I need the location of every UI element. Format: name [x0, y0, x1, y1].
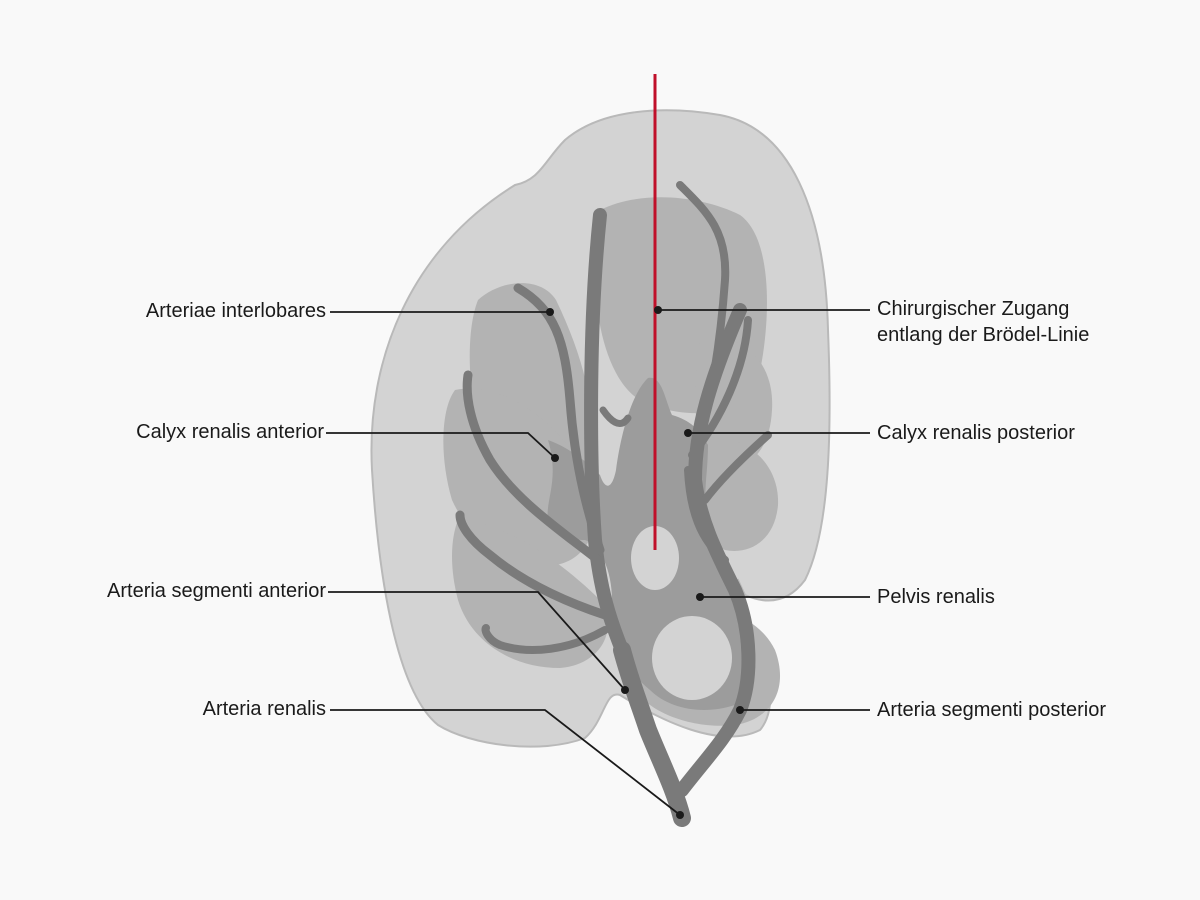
branch-5 [599, 406, 632, 427]
arteria-renalis-trunk [613, 641, 691, 827]
anterior-segment-main [584, 208, 629, 657]
branch-9 [688, 316, 752, 459]
dot-arteria-segmenti-anterior [621, 686, 629, 694]
label-arteria-segmenti-posterior: Arteria segmenti posterior [877, 699, 1106, 721]
label-surgical-access: Chirurgischer Zugang entlang der Brödel-… [877, 296, 1089, 348]
branch-2 [462, 370, 603, 565]
branch-7 [701, 431, 772, 504]
branch-4 [481, 624, 609, 654]
label-pelvis-renalis: Pelvis renalis [877, 586, 995, 608]
label-arteria-renalis: Arteria renalis [202, 698, 326, 720]
label-arteria-segmenti-anterior: Arteria segmenti anterior [107, 580, 326, 602]
branch-3 [455, 510, 610, 620]
dot-calyx-posterior [684, 429, 692, 437]
lobe-right-lower [696, 438, 779, 551]
leader-arteria-segmenti-anterior [328, 591, 626, 691]
label-calyx-anterior: Calyx renalis anterior [136, 421, 324, 443]
dot-arteriae-interlobares [546, 308, 554, 316]
dot-surgical-access [654, 306, 662, 314]
leader-calyx-anterior [326, 432, 556, 459]
branch-8 [684, 466, 729, 564]
dot-calyx-anterior [551, 454, 559, 462]
leader-dots [546, 306, 744, 819]
label-surgical-access-line2: entlang der Brödel-Linie [877, 324, 1090, 346]
dot-pelvis-renalis [696, 593, 704, 601]
leader-lines [326, 309, 870, 816]
dot-arteria-segmenti-posterior [736, 706, 744, 714]
label-calyx-posterior: Calyx renalis posterior [877, 422, 1075, 444]
pelvis-hole-upper [631, 526, 679, 590]
label-arteriae-interlobares: Arteriae interlobares [145, 300, 326, 322]
dot-arteria-renalis [676, 811, 684, 819]
branch-6 [676, 181, 730, 444]
pelvis-hole-lower [652, 616, 732, 700]
leader-arteria-renalis [330, 709, 681, 816]
label-surgical-access-line1: Chirurgischer Zugang [877, 298, 1070, 320]
